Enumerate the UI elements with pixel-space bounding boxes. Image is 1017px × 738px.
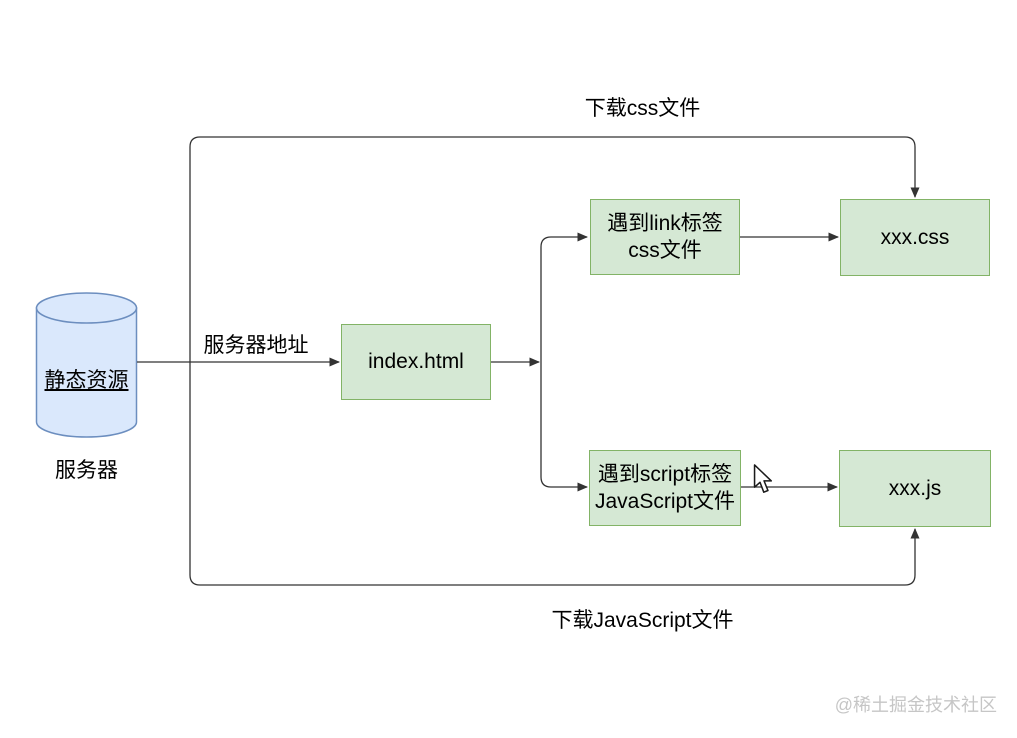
mouse-cursor-icon bbox=[753, 464, 773, 493]
watermark: @稀土掘金技术社区 bbox=[834, 695, 997, 715]
edge-download-js-loop bbox=[189, 362, 920, 586]
edge-branch-to-script-box bbox=[540, 362, 588, 492]
node-index-html: index.html bbox=[341, 324, 491, 400]
edge-label-download-css: 下载css文件 bbox=[584, 97, 701, 120]
server-caption: 服务器 bbox=[55, 459, 118, 482]
node-script-tag: 遇到script标签 JavaScript文件 bbox=[589, 450, 741, 526]
server-database-cylinder bbox=[35, 292, 138, 438]
node-xxx-js: xxx.js bbox=[839, 450, 991, 527]
node-link-tag: 遇到link标签 css文件 bbox=[590, 199, 740, 275]
edge-label-download-js: 下载JavaScript文件 bbox=[551, 609, 734, 632]
edge-download-css-loop bbox=[189, 136, 920, 362]
edge-branch-to-link-box bbox=[540, 232, 588, 362]
node-xxx-css: xxx.css bbox=[840, 199, 990, 276]
edge-label-server-address: 服务器地址 bbox=[203, 334, 309, 357]
static-resource-label: 静态资源 bbox=[44, 369, 129, 392]
